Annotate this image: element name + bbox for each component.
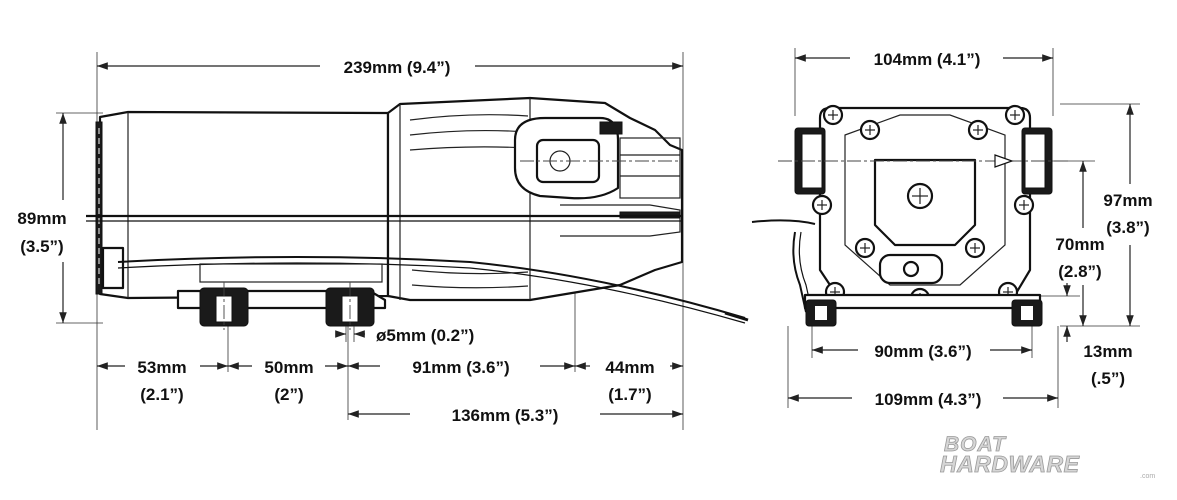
side-view: 239mm (9.4”) 89mm (3.5”) ø5mm (0.2”) 53m… <box>17 52 749 430</box>
mount-spacing-label: 90mm (3.6”) <box>874 342 971 361</box>
end-cap-vents <box>95 121 103 295</box>
seg2-metric-label: 50mm <box>264 358 313 377</box>
end-width-label: 104mm (4.1”) <box>874 50 981 69</box>
base-span-label: 136mm (5.3”) <box>452 406 559 425</box>
end-mounting-base <box>803 293 1043 327</box>
overall-length-label: 239mm (9.4”) <box>344 58 451 77</box>
logo-line3: .com <box>1140 473 1155 480</box>
foot-height-imperial-label: (.5”) <box>1091 369 1125 388</box>
logo-line2: HARDWARE <box>940 451 1080 477</box>
port-height-imperial-label: (2.8”) <box>1058 262 1101 281</box>
mounting-base <box>176 282 387 330</box>
base-width-label: 109mm (4.3”) <box>875 390 982 409</box>
seg1-metric-label: 53mm <box>137 358 186 377</box>
seg1-imperial-label: (2.1”) <box>140 385 183 404</box>
port-height-metric-label: 70mm <box>1055 235 1104 254</box>
power-wires <box>86 214 749 324</box>
motor-housing <box>98 110 390 300</box>
height-imperial-label: (3.5”) <box>20 237 63 256</box>
boat-hardware-logo: BOAT HARDWARE .com <box>940 433 1156 480</box>
logo-line1: BOAT <box>944 433 1007 456</box>
foot-height-metric-label: 13mm <box>1083 342 1132 361</box>
seg4-imperial-label: (1.7”) <box>608 385 651 404</box>
hole-diameter-label: ø5mm (0.2”) <box>376 326 474 345</box>
seg2-imperial-label: (2”) <box>274 385 303 404</box>
seg3-label: 91mm (3.6”) <box>412 358 509 377</box>
seg4-metric-label: 44mm <box>605 358 654 377</box>
end-view: 104mm (4.1”) 97mm (3.8”) 70mm (2.8”) 13m… <box>751 48 1153 409</box>
end-height-metric-label: 97mm <box>1103 191 1152 210</box>
end-height-imperial-label: (3.8”) <box>1106 218 1149 237</box>
height-metric-label: 89mm <box>17 209 66 228</box>
